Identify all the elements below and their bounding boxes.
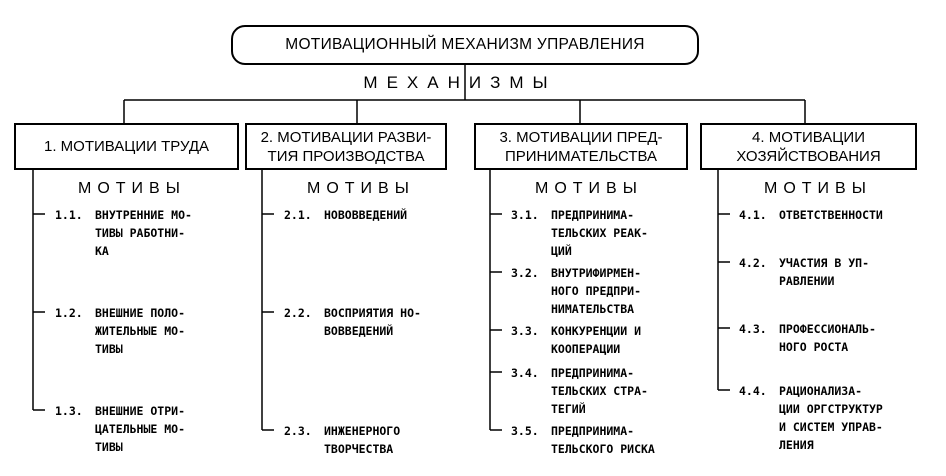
- item-number: 3.2.: [511, 266, 539, 280]
- item-number: 4.4.: [739, 384, 767, 398]
- item-text: УЧАСТИЯ В УП- РАВЛЕНИИ: [779, 256, 870, 288]
- motives-label-4: МОТИВЫ: [764, 180, 872, 197]
- item-number: 3.5.: [511, 424, 539, 438]
- item-text: ВНУТРЕННИЕ МО- ТИВЫ РАБОТНИ- КА: [95, 208, 192, 258]
- item-text: ОТВЕТСТВЕННОСТИ: [779, 208, 883, 222]
- item-text: ПРЕДПРИНИМА- ТЕЛЬСКИХ РЕАК- ЦИЙ: [551, 208, 648, 258]
- item-text: ПРЕДПРИНИМА- ТЕЛЬСКИХ СТРА- ТЕГИЙ: [551, 366, 648, 416]
- item-text: ВНЕШНИЕ ПОЛО- ЖИТЕЛЬНЫЕ МО- ТИВЫ: [95, 306, 186, 356]
- item-number: 4.3.: [739, 322, 767, 336]
- item-number: 3.4.: [511, 366, 539, 380]
- item-number: 2.2.: [284, 306, 312, 320]
- item-number: 2.3.: [284, 424, 312, 438]
- item-text: ИНЖЕНЕРНОГО ТВОРЧЕСТВА: [324, 424, 401, 456]
- item-text: КОНКУРЕНЦИИ И КООПЕРАЦИИ: [551, 324, 642, 356]
- category-label: 4. МОТИВАЦИИ ХОЗЯЙСТВОВАНИЯ: [736, 128, 881, 165]
- item-number: 2.1.: [284, 208, 312, 222]
- item-number: 1.2.: [55, 306, 83, 320]
- category-label: 3. МОТИВАЦИИ ПРЕД- ПРИНИМАТЕЛЬСТВА: [499, 128, 663, 165]
- item-text: ВНУТРИФИРМЕН- НОГО ПРЕДПРИ- НИМАТЕЛЬСТВА: [551, 266, 642, 316]
- motives-label-3: МОТИВЫ: [535, 180, 643, 197]
- item-text: ПРОФЕССИОНАЛЬ- НОГО РОСТА: [779, 322, 876, 354]
- category-label: 1. МОТИВАЦИИ ТРУДА: [44, 138, 209, 155]
- diagram-title: МОТИВАЦИОННЫЙ МЕХАНИЗМ УПРАВЛЕНИЯ: [231, 25, 699, 65]
- motives-label-1: МОТИВЫ: [78, 180, 186, 197]
- item-number: 3.1.: [511, 208, 539, 222]
- item-text: НОВОВВЕДЕНИЙ: [324, 208, 408, 222]
- category-box-production: 2. МОТИВАЦИИ РАЗВИ- ТИЯ ПРОИЗВОДСТВА: [245, 123, 447, 170]
- item-text: ВОСПРИЯТИЯ НО- ВОВВЕДЕНИЙ: [324, 306, 421, 338]
- category-box-entrepreneurship: 3. МОТИВАЦИИ ПРЕД- ПРИНИМАТЕЛЬСТВА: [474, 123, 688, 170]
- item-number: 1.3.: [55, 404, 83, 418]
- item-number: 4.1.: [739, 208, 767, 222]
- item-number: 1.1.: [55, 208, 83, 222]
- item-text: ВНЕШНИЕ ОТРИ- ЦАТЕЛЬНЫЕ МО- ТИВЫ: [95, 404, 186, 454]
- category-box-management: 4. МОТИВАЦИИ ХОЗЯЙСТВОВАНИЯ: [700, 123, 917, 170]
- item-number: 4.2.: [739, 256, 767, 270]
- category-label: 2. МОТИВАЦИИ РАЗВИ- ТИЯ ПРОИЗВОДСТВА: [260, 128, 432, 165]
- item-text: ПРЕДПРИНИМА- ТЕЛЬСКОГО РИСКА: [551, 424, 655, 456]
- item-text: РАЦИОНАЛИЗА- ЦИИ ОРГСТРУКТУР И СИСТЕМ УП…: [779, 384, 883, 452]
- item-number: 3.3.: [511, 324, 539, 338]
- category-box-labor: 1. МОТИВАЦИИ ТРУДА: [14, 123, 239, 170]
- motives-label-2: МОТИВЫ: [307, 180, 415, 197]
- mechanisms-label: МЕХАНИЗМЫ: [363, 73, 557, 92]
